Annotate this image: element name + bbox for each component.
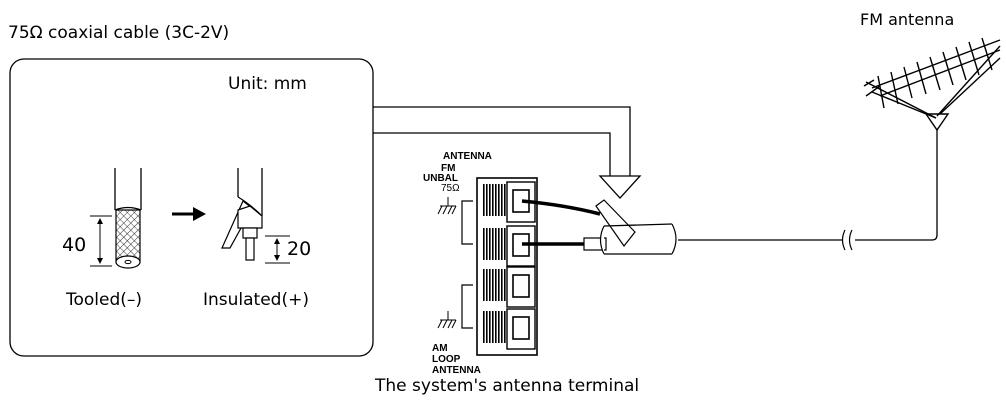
terminal-loop-label: LOOP — [432, 354, 461, 365]
unit-label: Unit: mm — [228, 74, 307, 94]
tooled-label: Tooled(–) — [66, 290, 143, 310]
tooled-conductor-drawing — [90, 168, 142, 269]
antenna-terminal-block — [437, 177, 538, 356]
terminal-caption: The system's antenna terminal — [375, 376, 640, 396]
callout-arrow — [373, 106, 642, 199]
terminal-ohm-label: 75Ω — [441, 183, 460, 194]
terminal-loop-antenna-label: ANTENNA — [432, 365, 481, 376]
dimension-40: 40 — [62, 234, 87, 256]
coax-cable-end — [521, 130, 938, 255]
fm-antenna-drawing — [863, 37, 1001, 132]
terminal-unbal-label: UNBAL — [423, 173, 458, 184]
cable-title: 75Ω coaxial cable (3C-2V) — [8, 23, 230, 43]
cable-prep-panel — [9, 58, 374, 357]
terminal-am-label: AM — [432, 343, 448, 354]
dimension-20: 20 — [287, 238, 312, 260]
insulated-conductor-drawing — [221, 168, 290, 264]
fm-antenna-label: FM antenna — [860, 10, 955, 29]
terminal-antenna-label: ANTENNA — [443, 151, 492, 162]
process-arrow — [172, 207, 206, 221]
terminal-fm-label: FM — [441, 163, 456, 174]
insulated-label: Insulated(+) — [203, 290, 309, 310]
